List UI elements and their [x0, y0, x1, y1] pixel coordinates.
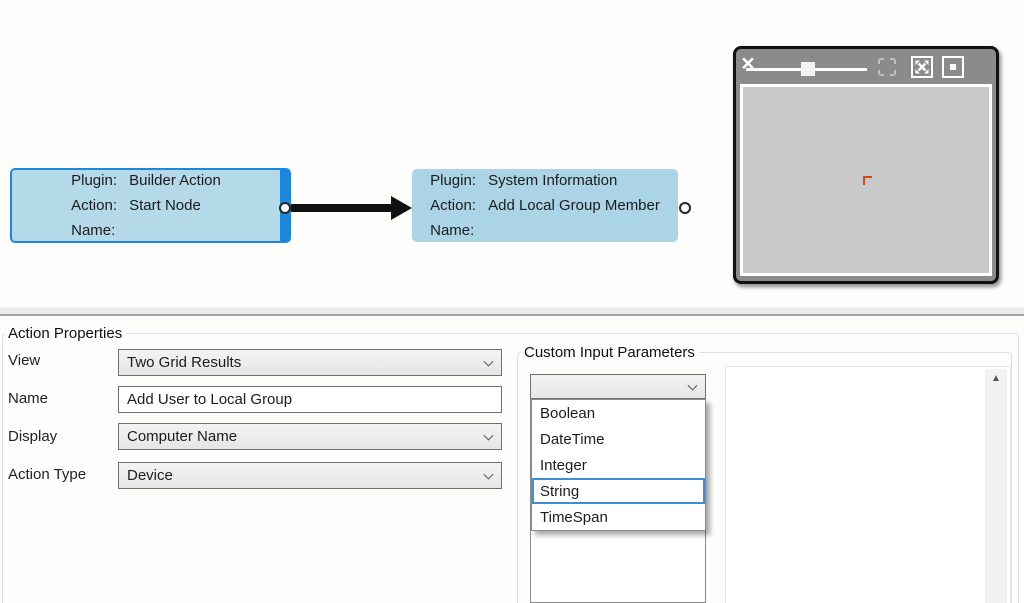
action-type-field-label: Action Type — [8, 466, 86, 483]
parameters-panel: ▲ — [725, 366, 1011, 603]
view-select-value: Two Grid Results — [127, 354, 241, 371]
parameter-type-dropdown: Boolean DateTime Integer String TimeSpan — [531, 399, 706, 531]
name-field-label: Name — [8, 390, 48, 407]
action-properties-title: Action Properties — [4, 325, 126, 342]
start-node[interactable]: Plugin:Builder Action Action:Start Node … — [10, 168, 291, 243]
node-name-label: Name: — [430, 218, 488, 243]
custom-input-parameters-title: Custom Input Parameters — [520, 344, 699, 361]
view-field-label: View — [8, 352, 40, 369]
zoom-slider-thumb[interactable] — [801, 62, 815, 76]
center-view-icon[interactable] — [942, 56, 964, 78]
display-field-label: Display — [8, 428, 57, 445]
chevron-down-icon — [688, 380, 698, 390]
name-input[interactable] — [118, 386, 502, 413]
node-plugin-value: System Information — [488, 172, 617, 189]
dropdown-option-integer[interactable]: Integer — [532, 452, 705, 478]
dropdown-option-timespan[interactable]: TimeSpan — [532, 504, 705, 530]
node-action-value: Add Local Group Member — [488, 197, 660, 214]
minimap-viewport[interactable] — [740, 84, 992, 276]
chevron-down-icon — [484, 356, 494, 366]
action-type-select-value: Device — [127, 467, 173, 484]
display-select[interactable]: Computer Name — [118, 423, 502, 450]
chevron-down-icon — [484, 469, 494, 479]
dropdown-option-datetime[interactable]: DateTime — [532, 426, 705, 452]
node-plugin-label: Plugin: — [430, 168, 488, 193]
minimap-panel: × — [733, 46, 999, 284]
parameter-type-select[interactable] — [530, 374, 706, 399]
node-action-label: Action: — [71, 193, 129, 218]
node-text: Plugin:System Information Action:Add Loc… — [430, 168, 660, 243]
node-plugin-label: Plugin: — [71, 168, 129, 193]
node-action-label: Action: — [430, 193, 488, 218]
vertical-scrollbar[interactable]: ▲ — [985, 369, 1007, 603]
fit-view-icon[interactable] — [876, 56, 898, 78]
zoom-extents-icon[interactable] — [911, 56, 933, 78]
action-type-select[interactable]: Device — [118, 462, 502, 489]
view-select[interactable]: Two Grid Results — [118, 349, 502, 376]
node-text: Plugin:Builder Action Action:Start Node … — [71, 168, 221, 243]
node-action-value: Start Node — [129, 197, 201, 214]
chevron-down-icon — [484, 430, 494, 440]
dropdown-option-boolean[interactable]: Boolean — [532, 400, 705, 426]
node-name-label: Name: — [71, 218, 129, 243]
output-connector-circle[interactable] — [679, 202, 691, 214]
connection-arrow — [289, 193, 419, 223]
horizontal-splitter-handle[interactable] — [0, 307, 1024, 316]
dropdown-option-string[interactable]: String — [532, 478, 705, 504]
close-icon[interactable]: × — [736, 49, 760, 77]
display-select-value: Computer Name — [127, 428, 237, 445]
scroll-up-arrow-icon[interactable]: ▲ — [985, 373, 1007, 384]
add-local-group-member-node[interactable]: Plugin:System Information Action:Add Loc… — [412, 169, 678, 242]
node-plugin-value: Builder Action — [129, 172, 221, 189]
viewport-corner-marker-icon — [863, 176, 872, 185]
